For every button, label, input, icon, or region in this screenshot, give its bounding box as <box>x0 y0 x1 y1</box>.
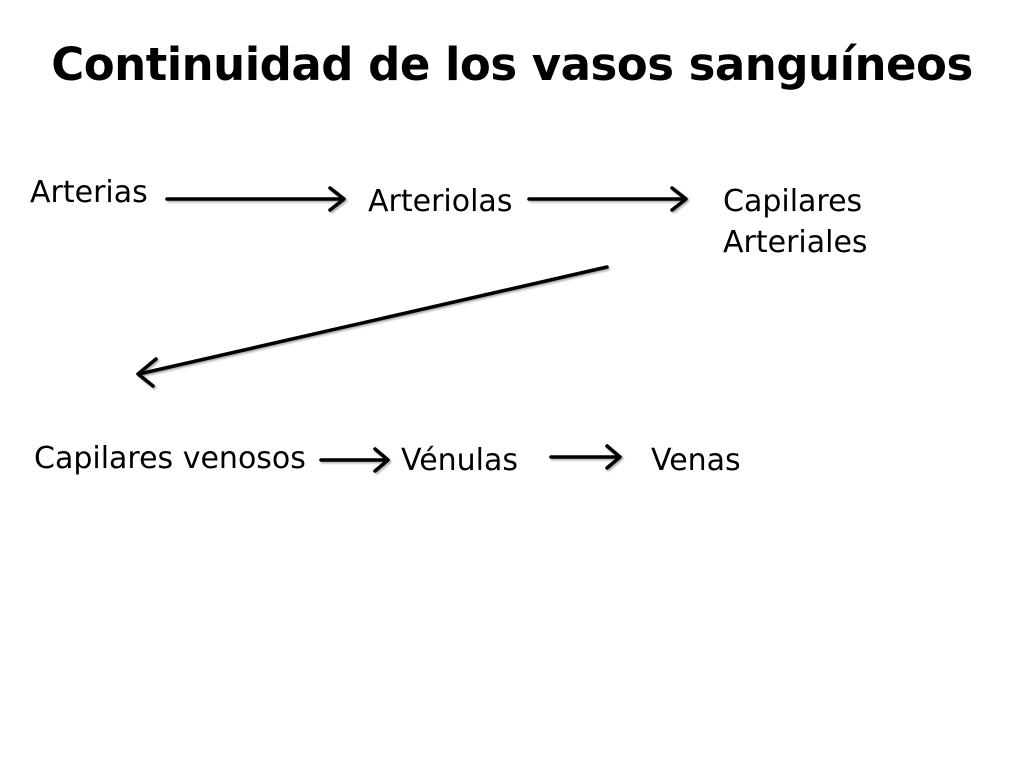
node-capilares-venosos: Capilares venosos <box>34 441 306 476</box>
node-capilares-arteriales-line2: Arteriales <box>723 225 868 260</box>
arrow-capilares-venosos-to-venulas <box>319 447 390 473</box>
node-venas: Venas <box>651 443 741 478</box>
node-capilares-arteriales-line1: Capilares <box>723 184 863 219</box>
arrow-capilares-arteriales-to-capilares-venosos <box>136 265 609 388</box>
node-arteriolas: Arteriolas <box>368 184 513 219</box>
slide-title: Continuidad de los vasos sanguíneos <box>51 38 973 91</box>
arrow-arterias-to-arteriolas <box>165 186 346 212</box>
arrow-venulas-to-venas <box>549 444 622 470</box>
arrow-arteriolas-to-capilares-arteriales <box>527 186 688 212</box>
node-venulas: Vénulas <box>401 443 519 478</box>
node-arterias: Arterias <box>30 175 148 210</box>
